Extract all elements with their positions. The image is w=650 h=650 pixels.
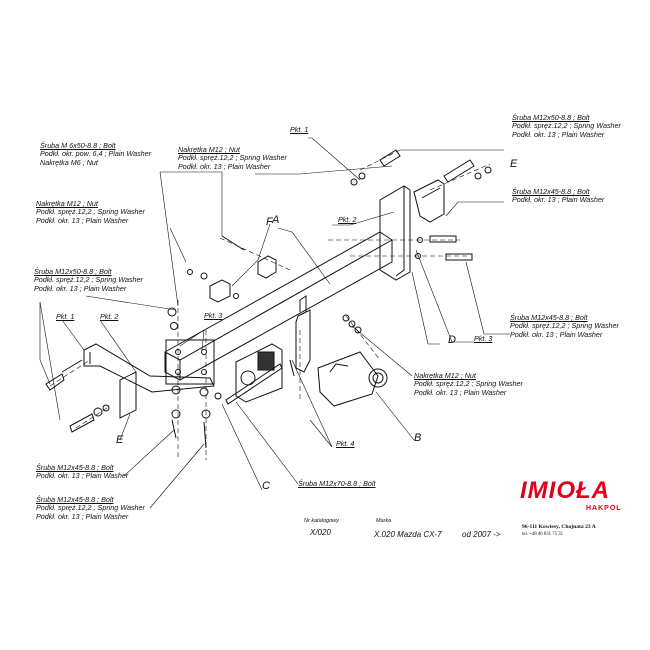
- tow-arm: [295, 309, 311, 373]
- model-name: X.020 Mazda CX-7: [374, 530, 442, 539]
- catalog-label: Nr katalogowy: [304, 518, 339, 524]
- label-bolt-m12x45-right-top: Śruba M12x45-8.8 ; Bolt Podkł. okr. 13 ;…: [512, 187, 605, 205]
- letter-d: D: [448, 334, 456, 346]
- pkt2-left: Pkt. 2: [100, 312, 119, 321]
- letter-a: A: [272, 214, 280, 226]
- left-bolt-1: [45, 373, 65, 391]
- main-crossbar: [164, 231, 393, 381]
- pkt1-left: Pkt. 1: [56, 312, 75, 321]
- label-bolt-m12x50-left: Śruba M12x50-8.8 ; Bolt Podkł. spręż.12,…: [34, 267, 143, 293]
- top-bracket-e: [413, 179, 445, 223]
- pkt3-right: Pkt. 3: [474, 334, 493, 343]
- letter-b: B: [414, 432, 422, 444]
- ball-hitch: [317, 351, 379, 407]
- letter-e-top: E: [510, 158, 518, 170]
- socket-plate: [235, 343, 283, 403]
- label-nut-m12-top: Nakrętka M12 ; Nut Podkł. spręż.12,2 ; S…: [178, 145, 287, 171]
- label-bolt-m12x70: Śruba M12x70-8.8 ; Bolt: [298, 479, 376, 488]
- left-side-bracket: [83, 343, 215, 393]
- pkt3-mid: Pkt. 3: [204, 311, 223, 320]
- label-bolt-m12x45-bottom-left-1: Śruba M12x45-8.8 ; Bolt Podkł. okr. 13 ;…: [36, 463, 129, 481]
- letter-e-left: E: [116, 434, 124, 446]
- label-bolt-m12x45-bottom-left-2: Śruba M12x45-8.8 ; Bolt Podkł. spręż.12,…: [36, 495, 145, 521]
- letter-f: F: [266, 216, 273, 228]
- left-mounting-plate: [165, 339, 215, 385]
- company-sub: HAKPOL: [586, 505, 622, 512]
- company-phone: tel. +48 46 831 75 31: [522, 532, 564, 537]
- label-bolt-m6: Śruba M 6x50-8.8 ; Bolt Podkł. okr. pow.…: [40, 141, 152, 167]
- letter-c: C: [262, 480, 270, 492]
- model-year: od 2007 ->: [462, 530, 501, 539]
- company-address: 96-111 Kowiesy, Chojnata 23 A: [522, 524, 596, 530]
- company-logo: IMIOŁA: [520, 477, 610, 504]
- label-bolt-m12x50-right: Śruba M12x50-8.8 ; Bolt Podkł. spręż.12,…: [512, 113, 621, 139]
- label-nut-m12-mid: Nakrętka M12 ; Nut Podkł. spręż.12,2 ; S…: [414, 371, 523, 397]
- pkt1-top: Pkt. 1: [290, 125, 309, 134]
- catalog-value: X/020: [310, 528, 331, 537]
- pkt2-top: Pkt. 2: [338, 215, 357, 224]
- label-bolt-m12x45-right-mid: Śruba M12x45-8.8 ; Bolt Podkł. spręż.12,…: [510, 313, 619, 339]
- brand-label: Marka: [376, 518, 392, 524]
- left-bolt-2: [69, 413, 95, 433]
- pkt4: Pkt. 4: [336, 439, 355, 448]
- long-bolt-m12x70: [225, 363, 283, 405]
- label-nut-m12-left: Nakrętka M12 ; Nut Podkł. spręż.12,2 ; S…: [36, 199, 145, 225]
